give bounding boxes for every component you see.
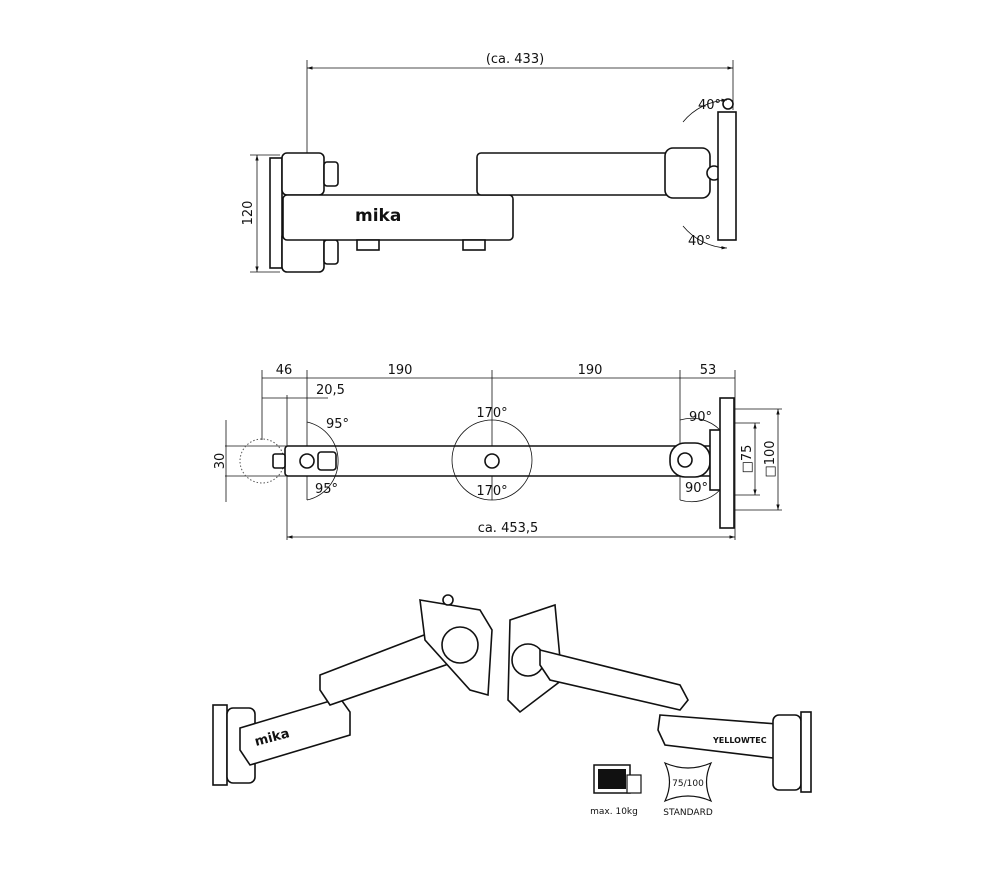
load-badge: max. 10kg <box>590 764 642 817</box>
dim-first-arm: 190 <box>388 363 413 378</box>
height-dimension: 120 <box>241 201 256 226</box>
perspective-right: YELLOWTEC <box>507 603 812 793</box>
vesa-size-label: 75/100 <box>672 779 704 789</box>
monitor-plate <box>717 111 737 241</box>
perspective-left: mika <box>212 594 493 786</box>
monitor-icon <box>598 769 626 789</box>
head-joint <box>664 147 711 199</box>
tilt-up-angle: 40° <box>698 98 721 113</box>
dim-second-arm: 190 <box>578 363 603 378</box>
dim-wall-offset: 46 <box>276 363 293 378</box>
swing-wall-down: 95° <box>315 482 338 497</box>
swing-head-up: 90° <box>689 410 712 425</box>
vesa-badge: 75/100 STANDARD <box>663 761 713 818</box>
first-arm <box>282 194 514 241</box>
vesa-75-dimension: □75 <box>740 445 755 474</box>
vesa-plate <box>719 397 735 529</box>
dim-offset: 20,5 <box>316 383 345 398</box>
perspective-right-logo: YELLOWTEC <box>712 736 767 745</box>
weight-icon <box>626 774 642 794</box>
front-view: 46 190 190 53 20,5 30 95° 95° 170° 170° … <box>213 363 782 540</box>
swing-wall-up: 95° <box>326 417 349 432</box>
wall-plate <box>269 157 283 269</box>
max-load-label: max. 10kg <box>590 807 638 817</box>
top-view: (ca. 433) 120 mika 40° 40° <box>241 52 737 273</box>
overall-width-dimension: (ca. 433) <box>486 52 544 67</box>
brand-logo: mika <box>355 206 401 226</box>
vesa-standard-label: STANDARD <box>663 808 713 818</box>
overall-length-dimension: ca. 453,5 <box>478 521 539 536</box>
vesa-plate-icon <box>663 761 713 803</box>
tilt-down-angle: 40° <box>688 234 711 249</box>
swing-head-down: 90° <box>685 481 708 496</box>
upper-knuckle <box>281 152 325 196</box>
arm-front <box>284 445 726 477</box>
vesa-100-dimension: □100 <box>763 440 778 477</box>
dim-thickness: 30 <box>213 453 228 470</box>
swing-mid-down: 170° <box>476 484 507 499</box>
swing-mid-up: 170° <box>476 406 507 421</box>
dim-head: 53 <box>700 363 717 378</box>
